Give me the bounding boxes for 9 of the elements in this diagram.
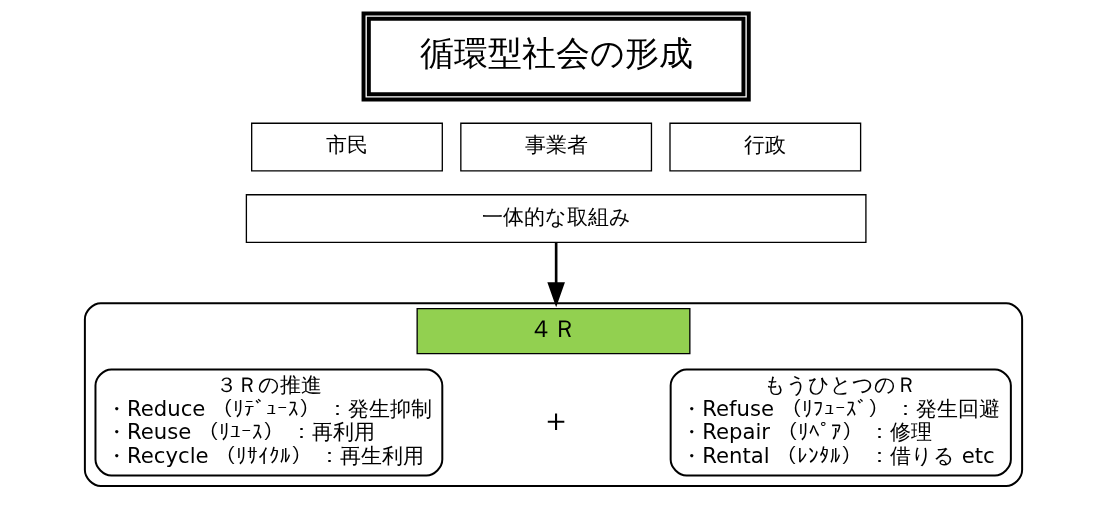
node-box: ３Ｒの推進 ・Reduce （ﾘﾃﾞｭｰｽ） ：発生抑制 ・Reuse （ﾘﾕｰｽ） ：再利用 ・Recycle （ﾘｻｲｸﾙ） ：再生利用 <box>94 368 444 477</box>
node-box: 一体的な取組み <box>245 194 867 244</box>
node-box: もうひとつのＲ ・Refuse （ﾘﾌｭｰｽﾞ） ：発生回避 ・Repair （ﾘﾍﾟｱ） ：修理 ・Rental （ﾚﾝﾀﾙ） ：借りる etc <box>669 368 1012 477</box>
arrow <box>547 242 565 308</box>
node-box: 行政 <box>669 122 862 172</box>
node-box: 事業者 <box>460 122 653 172</box>
node-box: 市民 <box>251 122 443 172</box>
label: ＋ <box>540 401 573 438</box>
node-box: 循環型社会の形成 <box>361 11 751 102</box>
